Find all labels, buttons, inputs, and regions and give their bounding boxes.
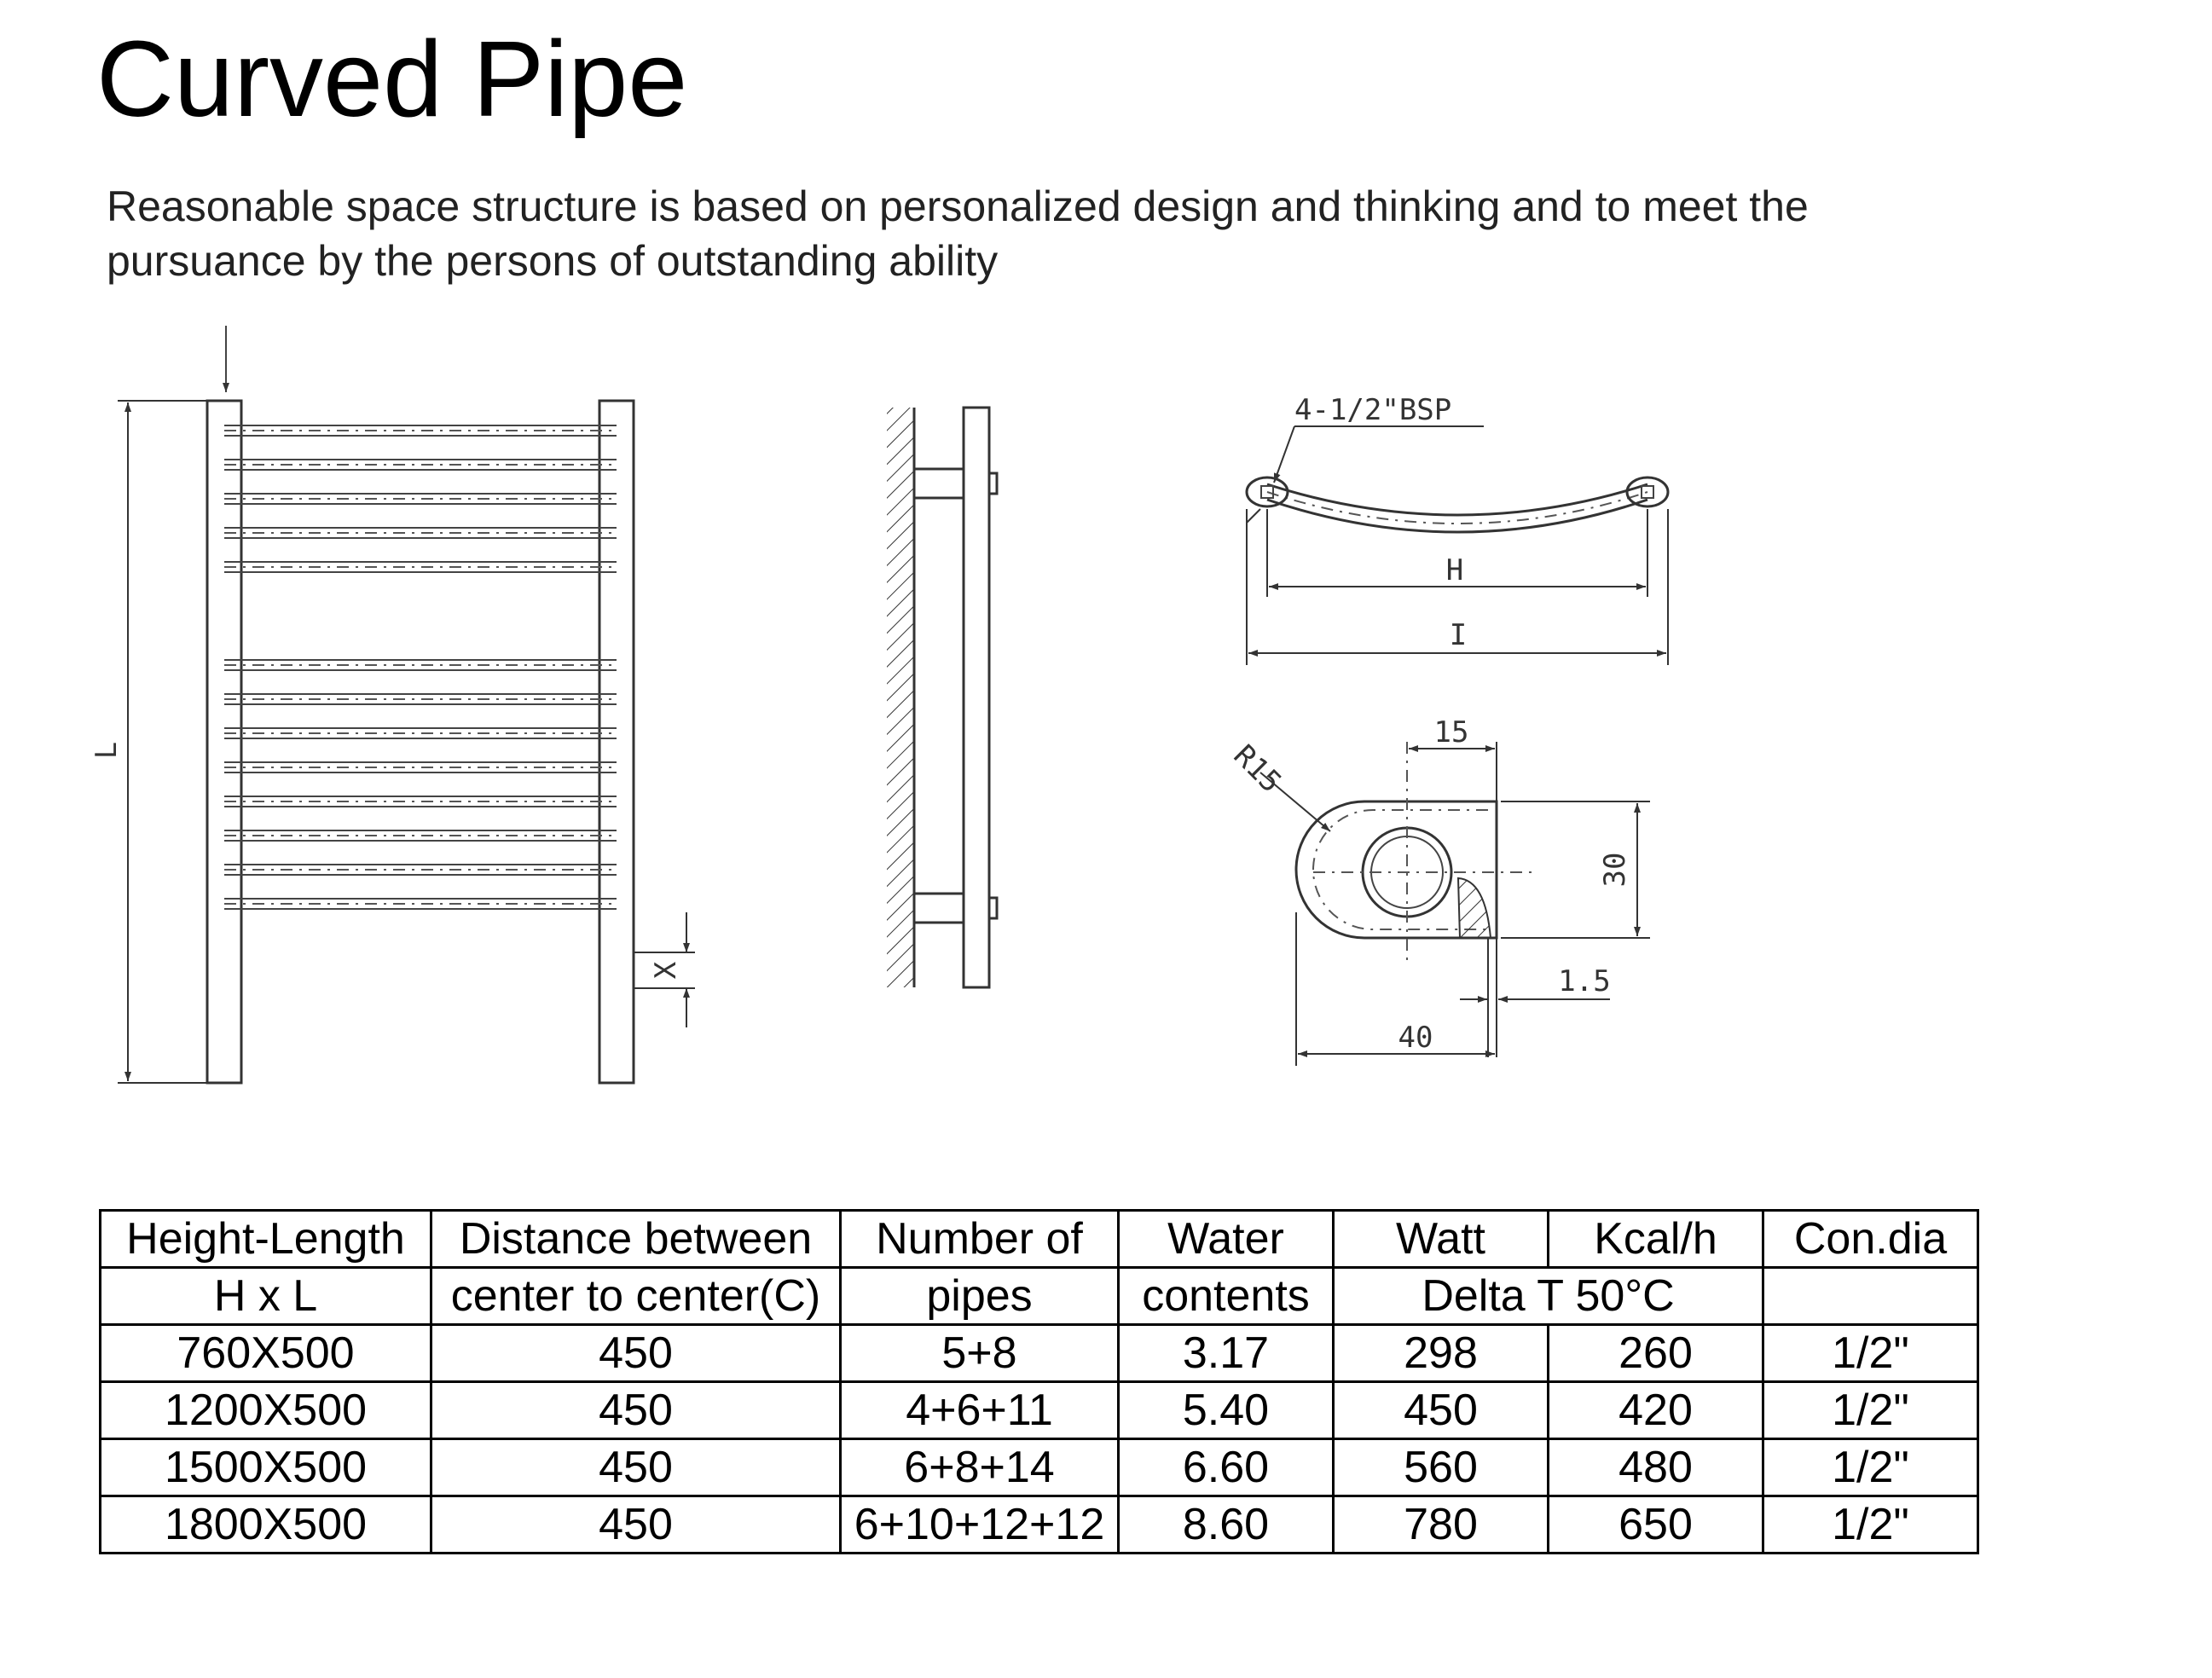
- dim-label-h: H: [1446, 553, 1463, 587]
- side-column: [962, 406, 991, 989]
- dim-label-15: 15: [1434, 715, 1469, 749]
- spec-table: Height-Length Distance between Number of…: [99, 1209, 1979, 1554]
- table-cell: 1200X500: [99, 1380, 432, 1440]
- header-cell: center to center(C): [430, 1266, 842, 1326]
- table-cell: 420: [1547, 1380, 1764, 1440]
- dim-label-i: I: [1450, 618, 1467, 652]
- table-cell: 3.17: [1117, 1323, 1335, 1383]
- front-view-drawing: L X: [90, 326, 695, 1085]
- dim-label-30: 30: [1598, 853, 1632, 888]
- table-header-row: H x L center to center(C) pipes contents…: [99, 1266, 1979, 1326]
- header-cell: Con.dia: [1762, 1209, 1979, 1269]
- table-row: 1500X500 450 6+8+14 6.60 560 480 1/2": [99, 1438, 1979, 1497]
- table-cell: 480: [1547, 1438, 1764, 1497]
- upper-cap: [987, 472, 999, 495]
- table-cell: 6+10+12+12: [839, 1495, 1120, 1554]
- dim-label-l: L: [90, 742, 124, 759]
- bracket-section-hatch: [1456, 877, 1492, 939]
- table-cell: 4+6+11: [839, 1380, 1120, 1440]
- page-title: Curved Pipe: [96, 19, 688, 139]
- table-cell: 450: [1332, 1380, 1549, 1440]
- technical-drawings: L X 4-1/2"BSP H I: [90, 326, 1670, 1085]
- table-cell: 1800X500: [99, 1495, 432, 1554]
- table-header-row: Height-Length Distance between Number of…: [99, 1209, 1979, 1269]
- right-connection-port: [1641, 485, 1654, 499]
- table-cell: 560: [1332, 1438, 1549, 1497]
- table-cell: 6+8+14: [839, 1438, 1120, 1497]
- lower-cap: [987, 896, 999, 920]
- header-cell: H x L: [99, 1266, 432, 1326]
- header-cell: Number of: [839, 1209, 1120, 1269]
- leader-arrow: [1273, 425, 1295, 483]
- table-cell: 450: [430, 1495, 842, 1554]
- header-cell: Water: [1117, 1209, 1335, 1269]
- dim-label-1-5: 1.5: [1558, 964, 1610, 998]
- dim-label-r15: R15: [1227, 738, 1288, 800]
- bracket-outline: [1294, 800, 1498, 940]
- bracket-hidden-edge: [1312, 809, 1488, 930]
- table-cell: 1/2": [1762, 1323, 1979, 1383]
- header-cell: [1762, 1266, 1979, 1326]
- rail-centerline: [1266, 491, 1648, 524]
- table-cell: 760X500: [99, 1323, 432, 1383]
- table-cell: 450: [430, 1323, 842, 1383]
- page-subtitle: Reasonable space structure is based on p…: [107, 182, 1809, 285]
- table-cell: 1/2": [1762, 1438, 1979, 1497]
- header-cell: Kcal/h: [1547, 1209, 1764, 1269]
- dim-label-x: X: [649, 961, 683, 979]
- bracket-detail-drawing: 15 R15 30 1.5 40: [1227, 715, 1650, 1066]
- wall-hatch: [887, 408, 914, 987]
- header-cell: contents: [1117, 1266, 1335, 1326]
- header-cell: Delta T 50°C: [1332, 1266, 1764, 1326]
- top-view-drawing: 4-1/2"BSP H I: [1245, 393, 1670, 665]
- upper-bracket: [912, 467, 965, 500]
- dim-tick: [1246, 508, 1261, 524]
- table-cell: 650: [1547, 1495, 1764, 1554]
- table-cell: 5.40: [1117, 1380, 1335, 1440]
- radius-leader: [1259, 772, 1331, 832]
- left-connection: [1245, 476, 1289, 508]
- right-column: [598, 399, 635, 1085]
- table-cell: 298: [1332, 1323, 1549, 1383]
- header-cell: Height-Length: [99, 1209, 432, 1269]
- left-connection-port: [1260, 485, 1274, 499]
- table-cell: 5+8: [839, 1323, 1120, 1383]
- table-cell: 450: [430, 1438, 842, 1497]
- curved-rail-inner: [1266, 498, 1648, 534]
- left-column: [206, 399, 243, 1085]
- table-cell: 450: [430, 1380, 842, 1440]
- table-cell: 1500X500: [99, 1438, 432, 1497]
- connection-label: 4-1/2"BSP: [1294, 393, 1451, 427]
- table-row: 1200X500 450 4+6+11 5.40 450 420 1/2": [99, 1380, 1979, 1440]
- curved-rail-outer: [1266, 483, 1648, 517]
- table-cell: 1/2": [1762, 1380, 1979, 1440]
- dim-label-40: 40: [1398, 1021, 1433, 1055]
- table-row: 760X500 450 5+8 3.17 298 260 1/2": [99, 1323, 1979, 1383]
- table-row: 1800X500 450 6+10+12+12 8.60 780 650 1/2…: [99, 1495, 1979, 1554]
- side-view-drawing: [887, 406, 999, 989]
- right-connection: [1625, 476, 1670, 508]
- header-cell: Distance between: [430, 1209, 842, 1269]
- table-cell: 780: [1332, 1495, 1549, 1554]
- lower-bracket: [912, 892, 965, 924]
- table-cell: 8.60: [1117, 1495, 1335, 1554]
- rail-group: [224, 425, 617, 910]
- header-cell: pipes: [839, 1266, 1120, 1326]
- table-cell: 260: [1547, 1323, 1764, 1383]
- table-cell: 1/2": [1762, 1495, 1979, 1554]
- header-cell: Watt: [1332, 1209, 1549, 1269]
- table-cell: 6.60: [1117, 1438, 1335, 1497]
